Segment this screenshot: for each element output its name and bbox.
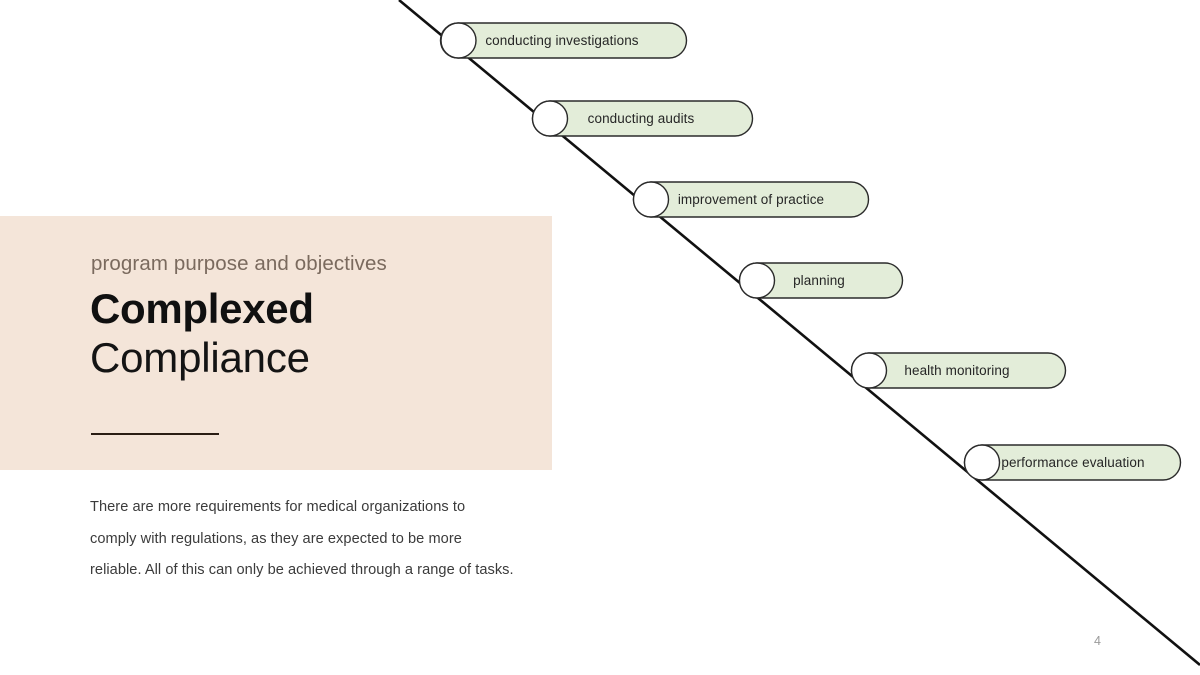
timeline-item-6[interactable]: performance evaluation: [963, 444, 1182, 481]
pill-label: improvement of practice: [678, 192, 824, 207]
timeline-item-3[interactable]: improvement of practice: [632, 181, 870, 218]
pill-label: health monitoring: [904, 363, 1009, 378]
title-panel: [0, 216, 552, 470]
pill-label: planning: [793, 273, 845, 288]
panel-eyebrow-text: program purpose and objectives: [91, 252, 387, 275]
body-paragraph: There are more requirements for medical …: [90, 499, 514, 578]
page-title-line-1: Complexed: [90, 285, 314, 332]
pill-label: performance evaluation: [1001, 455, 1144, 470]
page-title: Complexed Compliance: [90, 283, 520, 383]
page-number: 4: [1094, 634, 1101, 648]
timeline-spine-segment: [398, 0, 1200, 667]
pill-label: conducting audits: [588, 111, 695, 126]
timeline-item-2[interactable]: conducting audits: [531, 100, 754, 137]
node-circle: [632, 181, 670, 218]
node-circle: [963, 444, 1001, 481]
page-title-line-2: Compliance: [90, 334, 310, 382]
node-circle: [738, 262, 776, 299]
node-circle: [850, 352, 888, 389]
timeline-item-4[interactable]: planning: [738, 262, 904, 299]
timeline-item-5[interactable]: health monitoring: [850, 352, 1067, 389]
node-circle: [440, 22, 477, 59]
timeline-item-1[interactable]: conducting investigations: [439, 22, 688, 59]
title-underline-rule: [91, 433, 219, 435]
node-circle: [531, 100, 569, 137]
pill-label: conducting investigations: [485, 33, 638, 48]
